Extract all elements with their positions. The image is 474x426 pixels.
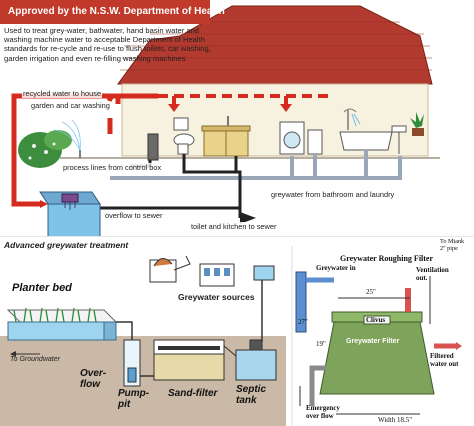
label-process-lines: process lines from control box — [62, 163, 163, 172]
label-clivus-brand: Clivus — [366, 316, 386, 324]
garden-icon — [18, 119, 81, 168]
toilet-icon — [173, 117, 195, 155]
advanced-treatment-title: Advanced greywater treatment — [4, 240, 129, 250]
pump-pit — [116, 321, 141, 387]
laundry-tub-icon — [307, 129, 323, 155]
label-overflow: Over- flow — [80, 368, 107, 390]
advanced-treatment-diagram — [0, 236, 474, 426]
filter-tank-body — [319, 321, 435, 395]
label-overflow-to-sewer: overflow to sewer — [104, 211, 164, 220]
septic-tank — [223, 339, 277, 381]
label-recycled-water: recycled water to house — [22, 89, 103, 98]
roughing-filter-diagram — [295, 271, 462, 415]
planter-bed — [6, 307, 118, 357]
label-emergency-overflow: Emergency over flow — [306, 404, 340, 420]
house-greywater-diagram — [11, 5, 440, 236]
label-toilet-kitchen-sewer: toilet and kitchen to sewer — [190, 222, 278, 231]
control-box-icon — [147, 133, 159, 161]
kitchen-cabinet-icon — [201, 116, 251, 157]
label-width: Width 18.5" — [378, 416, 413, 424]
label-to-groundwater: To Groundwater — [10, 356, 60, 363]
label-greywater-in: Greywater in — [316, 264, 356, 272]
label-ventilation-out: Ventilation out. — [416, 266, 449, 282]
label-greywater-filter: Greywater Filter — [346, 338, 400, 345]
hand-basin-icon — [391, 125, 407, 154]
house-roof — [117, 5, 433, 85]
label-pump-pit: Pump- pit — [118, 388, 150, 410]
label-dim-25: 25" — [366, 288, 376, 296]
label-dim-19: 19" — [316, 340, 326, 348]
label-to-mtank: To Mtank 2" pipe — [440, 238, 465, 252]
label-septic-tank: Septic tank — [236, 384, 267, 406]
bathtub-icon — [339, 108, 393, 151]
greywater-treatment-tank — [39, 191, 101, 236]
indoor-plant-icon — [410, 112, 424, 136]
sand-filter — [140, 339, 225, 381]
greywater-sources-icons — [149, 255, 275, 287]
label-roughing-filter: Greywater Roughing Filter — [340, 254, 434, 263]
label-garden-car-washing: garden and car washing — [30, 101, 111, 110]
label-sand-filter: Sand-filter — [168, 388, 218, 399]
label-filtered-water-out: Filtered water out — [430, 352, 459, 368]
label-greywater-bathroom-laundry: greywater from bathroom and laundry — [270, 190, 396, 199]
system-description: Used to treat grey-water, bathwater, han… — [4, 26, 211, 63]
label-greywater-sources: Greywater sources — [178, 292, 255, 302]
label-dim-27: 27" — [298, 318, 308, 326]
washing-machine-icon — [279, 121, 305, 155]
label-planter-bed: Planter bed — [12, 282, 72, 294]
approval-banner: Approved by the N.S.W. Department of Hea… — [0, 0, 225, 24]
